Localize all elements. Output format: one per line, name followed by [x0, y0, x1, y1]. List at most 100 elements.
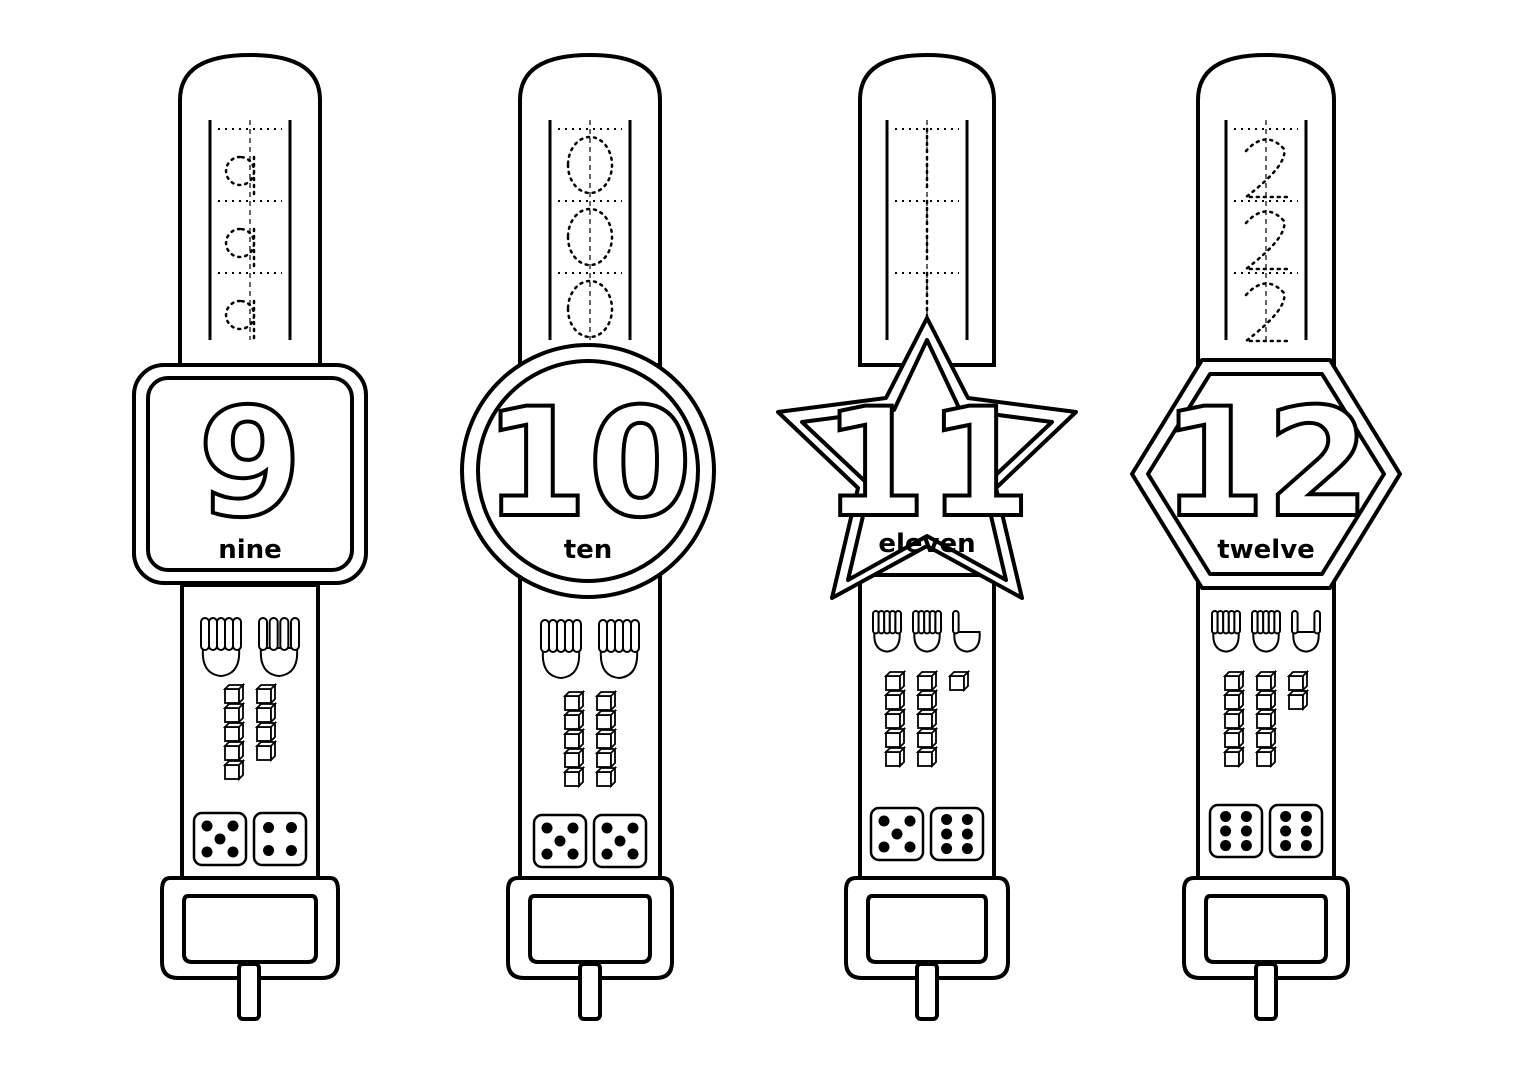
unit-cube-icon [254, 701, 278, 725]
tracing-digit [558, 128, 622, 195]
dice-icon [1208, 803, 1264, 859]
hands-row [540, 619, 640, 680]
dice-row [192, 811, 308, 867]
tracing-area [548, 120, 632, 340]
dice-icon [252, 811, 308, 867]
face-numeral: 11 [823, 377, 1032, 551]
dice-icon [192, 811, 248, 867]
face-numeral: 12 [1162, 377, 1371, 551]
cubes-area [883, 669, 971, 769]
watch-face [460, 343, 716, 599]
watch-graphic: 12 twelve [1130, 52, 1402, 1021]
tracing-digit [1234, 128, 1298, 199]
watch-graphic: 11 eleven [776, 52, 1078, 1021]
face-word: eleven [878, 529, 975, 559]
unit-cube-icon [883, 669, 907, 693]
unit-cube-icon [222, 682, 246, 706]
watch-graphic: 9 nine [132, 52, 368, 1021]
hand-icon [200, 617, 242, 678]
watch-eleven: 11 eleven [770, 0, 1084, 1086]
unit-cube-icon [562, 746, 586, 770]
tracing-digit [558, 200, 622, 267]
cubes-area [562, 689, 618, 789]
unit-cube-icon [1286, 688, 1310, 712]
unit-cube-icon [562, 708, 586, 732]
unit-cube-icon [915, 688, 939, 712]
watch-face [1130, 358, 1402, 590]
tracing-digit [1234, 272, 1298, 343]
hand-icon [540, 619, 582, 680]
unit-cube-icon [1222, 726, 1246, 750]
hand-icon [952, 610, 981, 653]
unit-cube-icon [1286, 669, 1310, 693]
face-numeral: 9 [198, 377, 302, 551]
unit-cube-icon [1254, 707, 1278, 731]
unit-cube-icon [1254, 745, 1278, 769]
tracing-digit [895, 199, 959, 265]
watch-face [776, 316, 1078, 600]
watch-face [132, 363, 368, 585]
hand-icon [872, 610, 902, 653]
unit-cube-icon [254, 682, 278, 706]
unit-cube-icon [883, 688, 907, 712]
hands-row [200, 617, 300, 678]
dice-row [532, 813, 648, 869]
unit-cube-icon [1222, 745, 1246, 769]
cubes-area [1222, 669, 1310, 769]
unit-cube-icon [562, 689, 586, 713]
unit-cube-icon [1254, 726, 1278, 750]
hand-icon [598, 619, 640, 680]
face-word: twelve [1217, 535, 1315, 565]
tracing-digit [1234, 200, 1298, 271]
tracing-digit [218, 128, 282, 199]
tracing-area [1224, 120, 1308, 343]
buckle-icon [506, 876, 674, 1021]
unit-cube-icon [222, 739, 246, 763]
face-word: nine [218, 535, 282, 565]
watch-twelve: 12 twelve [1128, 0, 1404, 1086]
watch-nine: 9 nine [130, 0, 370, 1086]
buckle-icon [844, 876, 1010, 1021]
unit-cube-icon [594, 727, 618, 751]
hands-row [872, 610, 981, 653]
buckle-icon [160, 876, 340, 1021]
unit-cube-icon [222, 720, 246, 744]
dice-row [1208, 803, 1324, 859]
tracing-digit [218, 200, 282, 271]
dice-icon [592, 813, 648, 869]
hand-icon [912, 610, 942, 653]
cubes-area [222, 682, 278, 782]
unit-cube-icon [594, 708, 618, 732]
unit-cube-icon [562, 765, 586, 789]
unit-cube-icon [594, 689, 618, 713]
dice-icon [869, 806, 925, 862]
hand-icon [1211, 610, 1241, 653]
tracing-area [208, 120, 292, 343]
unit-cube-icon [254, 720, 278, 744]
watch-graphic: 10 ten [460, 52, 716, 1021]
watch-ten: 10 ten [460, 0, 720, 1086]
unit-cube-icon [915, 745, 939, 769]
hands-row [1211, 610, 1321, 653]
tracing-digit [558, 272, 622, 339]
hand-icon [1291, 610, 1321, 653]
dice-row [869, 806, 985, 862]
tracing-digit [895, 127, 959, 193]
unit-cube-icon [915, 726, 939, 750]
unit-cube-icon [594, 765, 618, 789]
unit-cube-icon [1254, 688, 1278, 712]
tracing-digit [218, 272, 282, 343]
unit-cube-icon [1222, 688, 1246, 712]
face-word: ten [564, 535, 613, 565]
unit-cube-icon [222, 758, 246, 782]
unit-cube-icon [915, 669, 939, 693]
dice-icon [1268, 803, 1324, 859]
unit-cube-icon [883, 726, 907, 750]
hand-icon [258, 617, 300, 678]
face-numeral: 10 [484, 377, 693, 551]
hand-icon [1251, 610, 1281, 653]
unit-cube-icon [883, 745, 907, 769]
unit-cube-icon [594, 746, 618, 770]
unit-cube-icon [254, 739, 278, 763]
